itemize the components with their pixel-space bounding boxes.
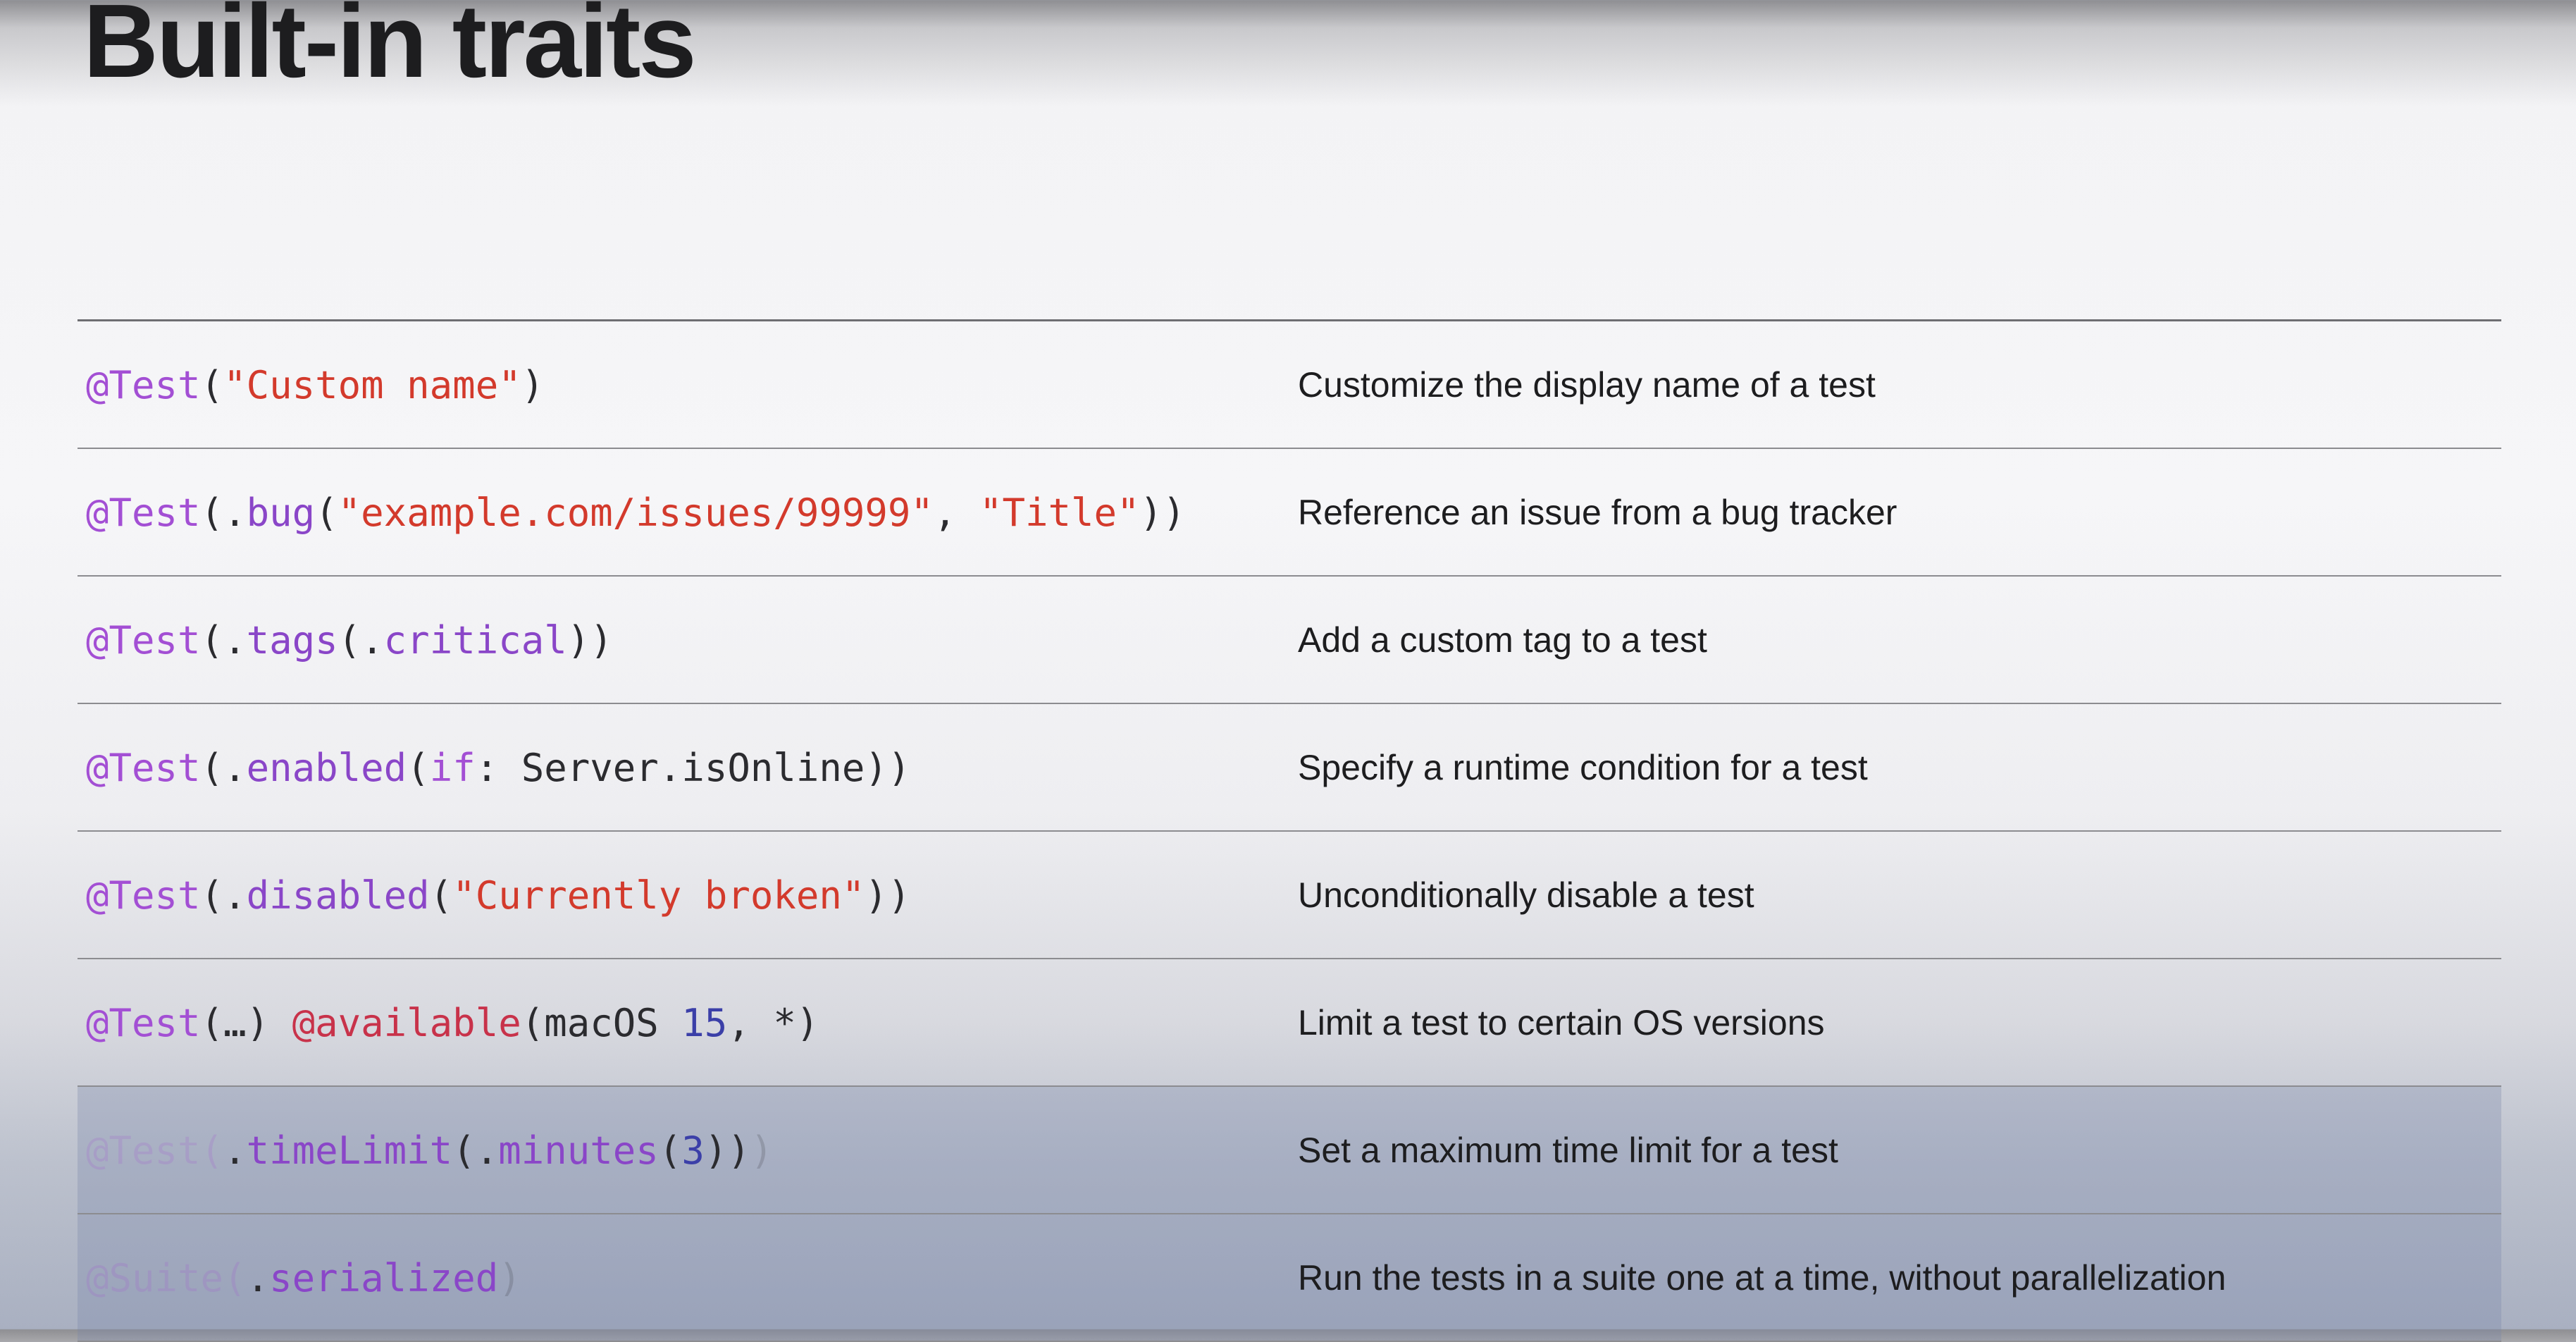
code-token: tags [246, 618, 338, 663]
code-token: : Server.isOnline)) [475, 746, 911, 790]
code-token: @Suite( [86, 1256, 247, 1300]
code-token: "example.com/issues/99999" [338, 491, 934, 535]
trait-description: Unconditionally disable a test [1298, 875, 1754, 915]
code-token: (. [200, 873, 247, 918]
table-row: @Test(.bug("example.com/issues/99999", "… [78, 449, 2501, 577]
code-token: ( [429, 873, 453, 918]
traits-table: @Test("Custom name")Customize the displa… [78, 319, 2501, 1342]
code-token: )) [704, 1128, 750, 1173]
trait-description: Add a custom tag to a test [1298, 620, 1707, 660]
trait-description: Run the tests in a suite one at a time, … [1298, 1258, 2227, 1298]
table-row: @Test(.timeLimit(.minutes(3))) Set a maxi… [78, 1087, 2501, 1214]
trait-code: @Test("Custom name") [86, 321, 544, 449]
code-token: (. [200, 491, 247, 535]
trait-code: @Test(.tags(.critical)) [86, 577, 613, 704]
page-title: Built-in traits [83, 0, 697, 99]
code-token: "Custom name" [223, 363, 521, 407]
code-token: @Test( [86, 1128, 224, 1173]
code-token: (. [200, 746, 247, 790]
trait-description: Customize the display name of a test [1298, 365, 1876, 405]
code-token: (…) [200, 1001, 292, 1045]
code-token: )) [865, 873, 911, 918]
trait-description: Reference an issue from a bug tracker [1298, 493, 1897, 532]
code-token: ( [407, 746, 430, 790]
code-token: "Title" [979, 491, 1140, 535]
code-token: ( [658, 1128, 682, 1173]
code-token: disabled [246, 873, 430, 918]
code-token: , *) [727, 1001, 819, 1045]
code-token: 15 [681, 1001, 728, 1045]
code-token: ) [521, 363, 545, 407]
code-token: )) [566, 618, 613, 663]
code-token: . [246, 1256, 270, 1300]
trait-code: @Test(.enabled(if: Server.isOnline)) [86, 704, 910, 832]
code-token: (. [200, 618, 247, 663]
code-token: "Currently broken" [452, 873, 865, 918]
code-token: @Test [86, 618, 201, 663]
trait-description: Limit a test to certain OS versions [1298, 1003, 1825, 1042]
code-token: . [223, 1128, 247, 1173]
trait-code: @Test(…) @available(macOS 15, *) [86, 959, 819, 1087]
table-row: @Test("Custom name") Customize the displa… [78, 321, 2501, 449]
code-token: critical [383, 618, 567, 663]
code-token: serialized [269, 1256, 499, 1300]
code-token: ) [498, 1256, 521, 1300]
code-token: @Test [86, 746, 201, 790]
trait-code: @Test(.timeLimit(.minutes(3))) [86, 1087, 773, 1214]
code-token: @Test [86, 873, 201, 918]
code-token: if [429, 746, 476, 790]
code-token: @Test [86, 491, 201, 535]
code-token: (macOS [521, 1001, 682, 1045]
code-token: @available [292, 1001, 521, 1045]
code-token: ( [315, 491, 338, 535]
table-row: @Test(.tags(.critical))Add a custom tag … [78, 577, 2501, 704]
code-token: )) [1139, 491, 1186, 535]
code-token: bug [246, 491, 316, 535]
trait-description: Set a maximum time limit for a test [1298, 1131, 1838, 1170]
code-token: , [933, 491, 979, 535]
table-row: @Test(…) @available(macOS 15, *) Limit a … [78, 959, 2501, 1087]
code-token: @Test [86, 363, 201, 407]
code-token: minutes [498, 1128, 659, 1173]
trait-code: @Suite(.serialized) [86, 1214, 521, 1342]
trait-code: @Test(.disabled("Currently broken")) [86, 832, 910, 959]
code-token: timeLimit [246, 1128, 453, 1173]
trait-description: Specify a runtime condition for a test [1298, 748, 1868, 787]
code-token: ) [750, 1128, 774, 1173]
code-token: (. [338, 618, 384, 663]
code-token: 3 [681, 1128, 705, 1173]
code-token: ( [200, 363, 224, 407]
table-row: @Test(.disabled("Currently broken")) Unco… [78, 832, 2501, 959]
code-token: @Test [86, 1001, 201, 1045]
table-row: @Test(.enabled(if: Server.isOnline)) Spec… [78, 704, 2501, 832]
code-token: (. [452, 1128, 499, 1173]
trait-code: @Test(.bug("example.com/issues/99999", "… [86, 449, 1186, 577]
table-row: @Suite(.serialized) Run the tests in a su… [78, 1214, 2501, 1342]
code-token: enabled [246, 746, 407, 790]
